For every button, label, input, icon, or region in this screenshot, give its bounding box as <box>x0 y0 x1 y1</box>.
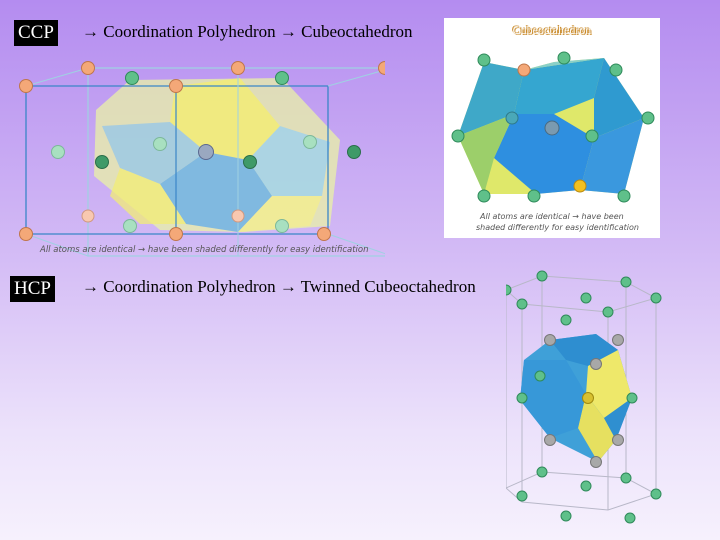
inset-title: Cubeoctahedron <box>512 23 592 37</box>
cubeoctahedron-inset: Cubeoctahedron All atoms are identical →… <box>444 18 660 238</box>
ccp-cube-figure <box>19 61 385 257</box>
ccp-label: CCP <box>14 20 58 46</box>
hcp-label: HCP <box>10 276 55 302</box>
inset-caption-line-1: All atoms are identical → have been <box>480 212 624 221</box>
ccp-atoms <box>19 61 385 241</box>
inset-caption-line-2: shaded differently for easy identificati… <box>476 223 639 232</box>
ccp-figure-caption: All atoms are identical → have been shad… <box>40 245 369 255</box>
ccp-heading: → Coordination Polyhedron → Cubeoctahedr… <box>82 22 413 41</box>
cubeoctahedron-figure <box>451 51 655 203</box>
hcp-heading: → Coordination Polyhedron → Twinned Cube… <box>82 277 476 296</box>
hcp-twinned-cubeoctahedron-figure <box>506 270 662 524</box>
